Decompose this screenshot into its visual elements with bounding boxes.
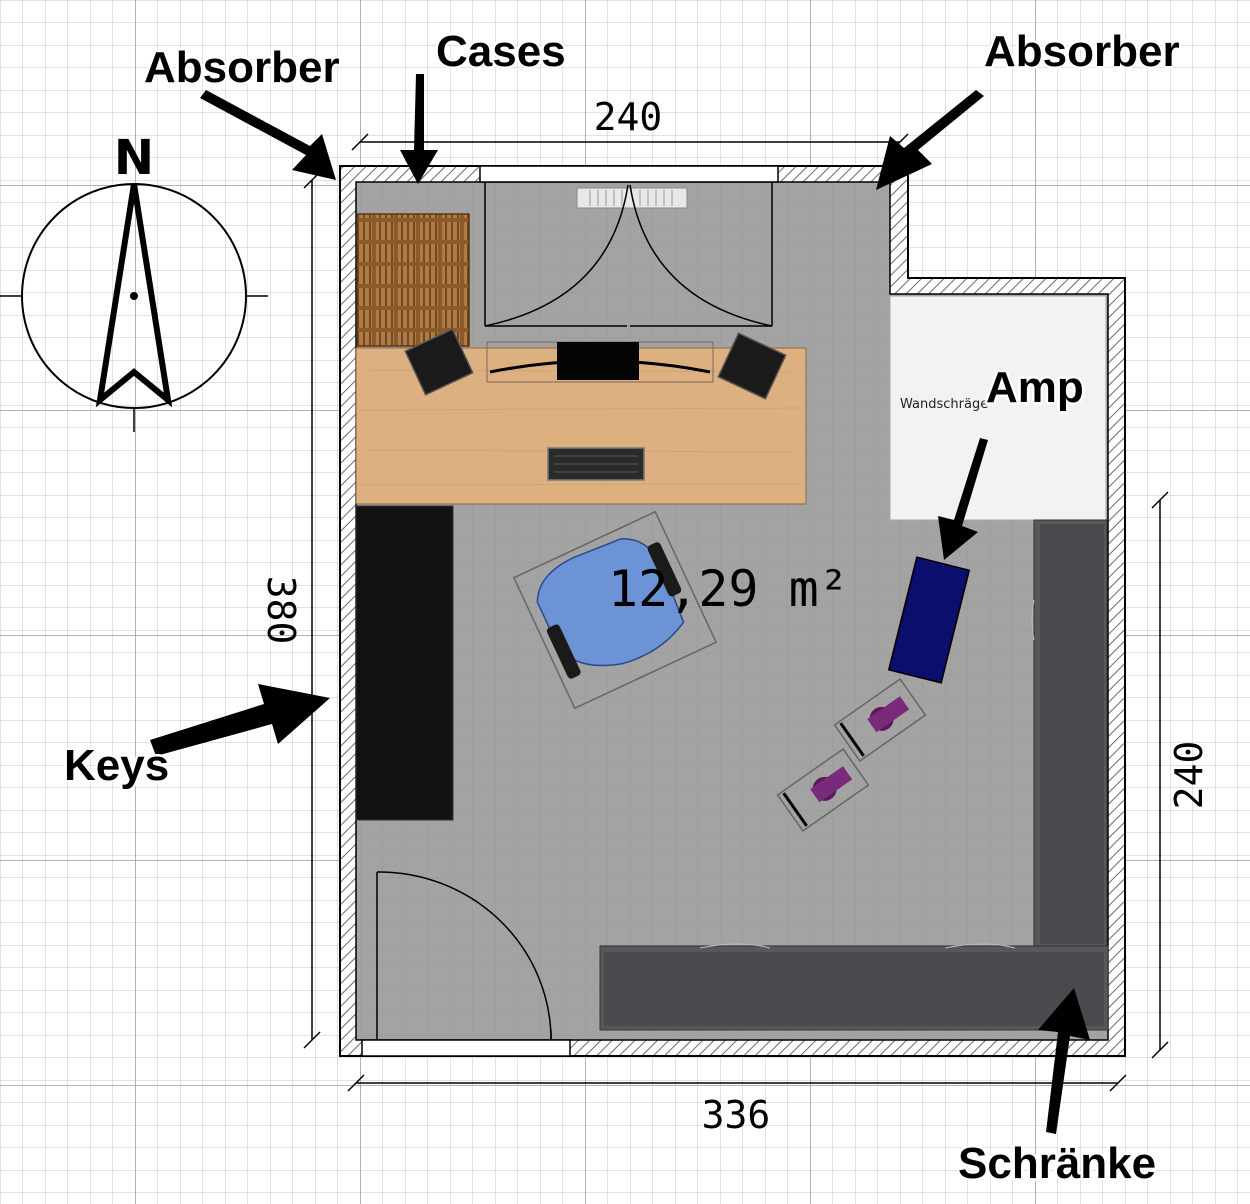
area-label: 12,29 m² xyxy=(608,560,849,618)
guitar-stand-2 xyxy=(776,747,870,833)
compass-north-label: N xyxy=(114,130,154,186)
cabinet-bottom-inner xyxy=(604,952,1104,1026)
guitar-stand-1 xyxy=(833,677,927,763)
arrow-cabinets xyxy=(1038,988,1090,1134)
dimension-bottom: 336 xyxy=(702,1093,771,1137)
callout-absorber-left: Absorber xyxy=(144,43,340,92)
cabinet-right-inner xyxy=(1040,524,1104,944)
arrow-keys xyxy=(150,684,330,756)
sloped-ceiling-label: Wandschräge xyxy=(900,397,988,412)
dimension-right: 240 xyxy=(1167,741,1211,810)
callout-arrows xyxy=(150,74,1090,1134)
sloped-ceiling-zone xyxy=(889,295,1107,521)
window-swing-arcs xyxy=(484,182,773,327)
callout-cases: Cases xyxy=(436,27,566,76)
keys-instrument xyxy=(355,505,454,821)
compass: N xyxy=(0,130,268,432)
arrow-amp xyxy=(938,438,988,560)
door xyxy=(376,871,552,1041)
callout-cabinets: Schränke xyxy=(958,1139,1156,1188)
callout-keys: Keys xyxy=(64,741,169,790)
arrow-absorber-right xyxy=(876,90,984,190)
office-chair xyxy=(512,510,718,710)
monitor xyxy=(557,342,639,380)
arrow-cases xyxy=(400,74,438,184)
dimension-lines xyxy=(303,133,1169,1092)
speaker-right xyxy=(717,332,787,400)
callout-amp: Amp xyxy=(986,363,1084,412)
dimension-left: 380 xyxy=(259,576,303,645)
top-window xyxy=(479,165,779,183)
speaker-left xyxy=(404,328,474,396)
compass-needle xyxy=(95,183,173,408)
bottom-opening xyxy=(361,1039,571,1057)
callout-absorber-right: Absorber xyxy=(984,27,1180,76)
dimension-top: 240 xyxy=(594,95,663,139)
arrow-absorber-left xyxy=(200,90,336,180)
radiator-fins xyxy=(589,190,673,206)
amp xyxy=(887,556,971,684)
keyboard-keys xyxy=(554,455,638,473)
cabinet-door-arcs xyxy=(699,599,1035,949)
shelf xyxy=(356,213,470,347)
